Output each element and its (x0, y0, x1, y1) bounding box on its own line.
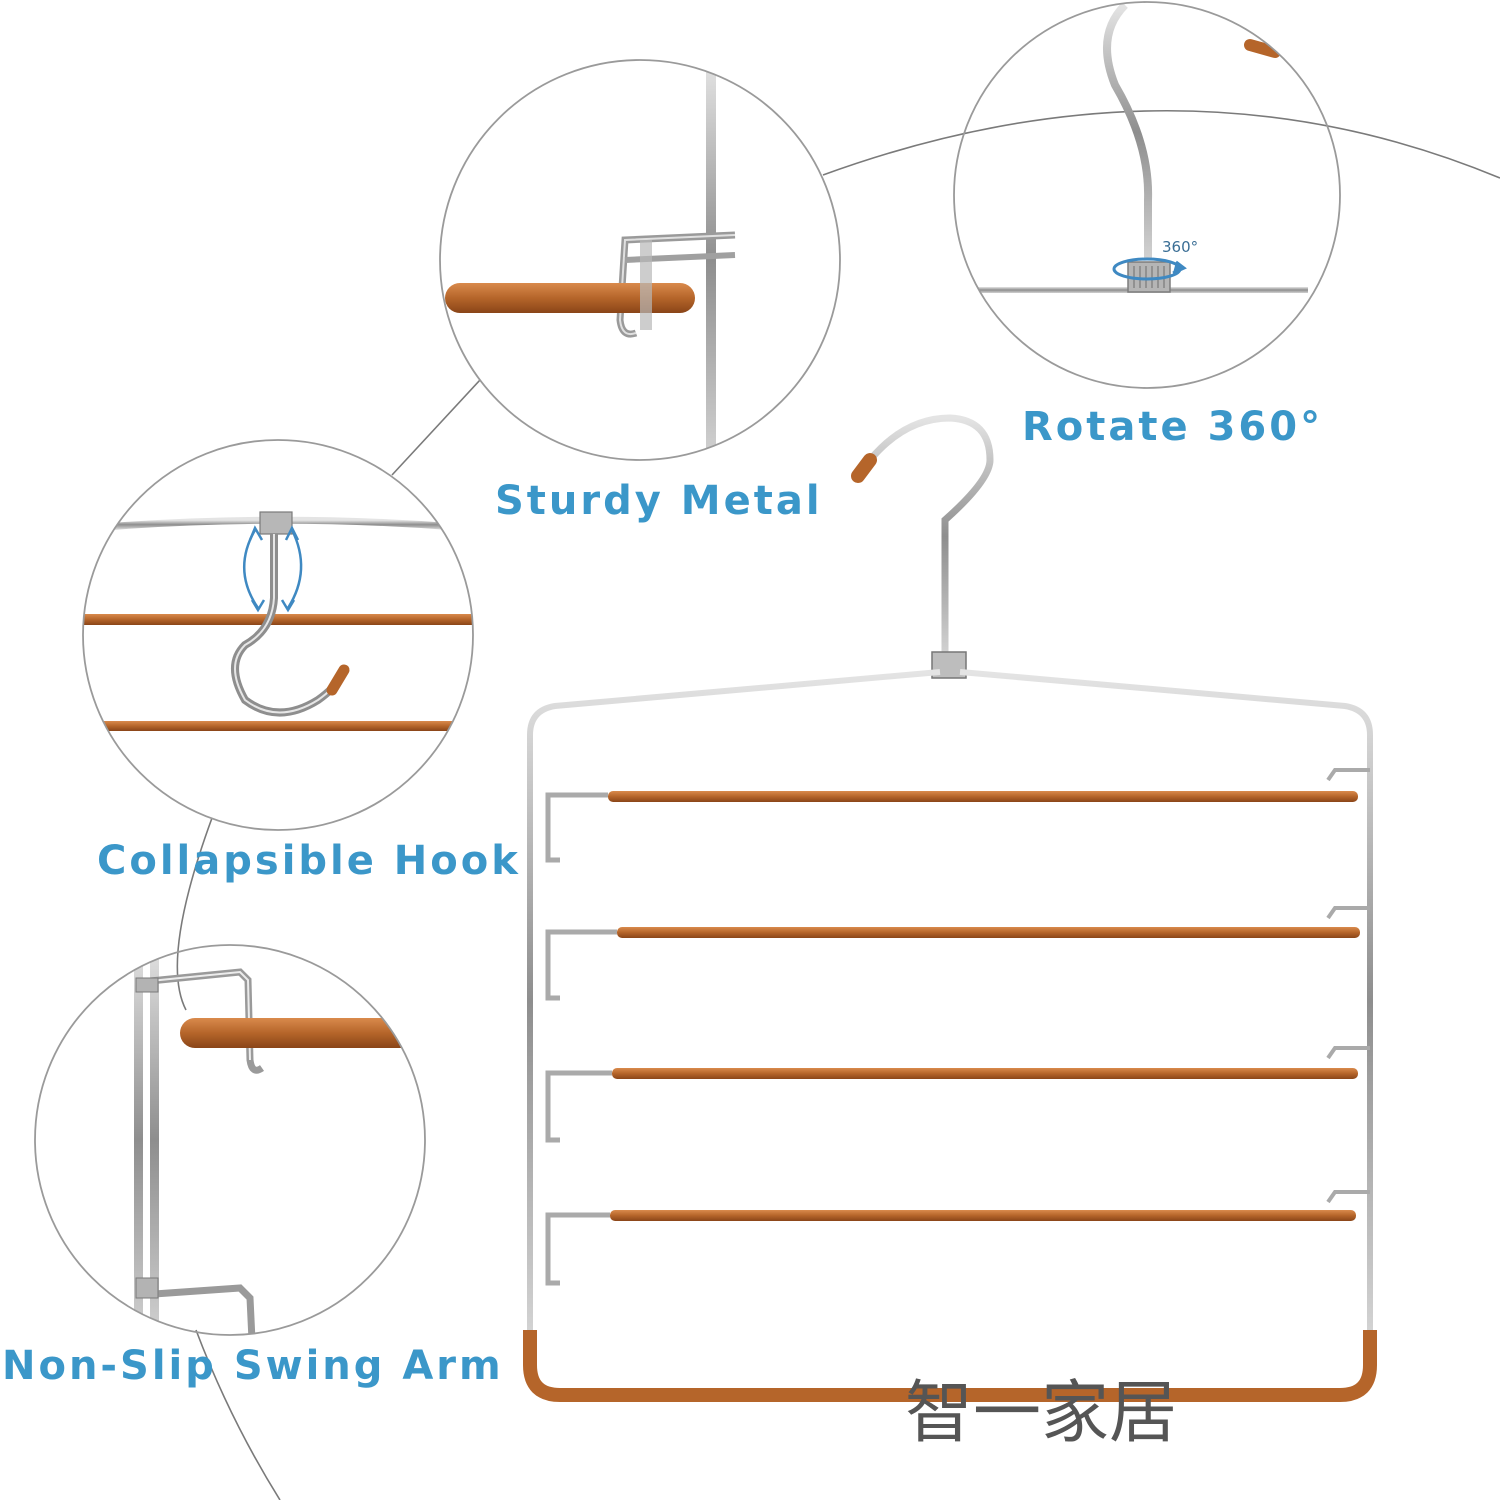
connector-arcs (176, 109, 1500, 1500)
swing-arm-1 (545, 768, 1370, 863)
arc-top (822, 109, 1500, 179)
arc-upper-left (391, 379, 481, 476)
bottom-bar (523, 1330, 1377, 1402)
detail-circle-sturdy-metal (439, 59, 841, 461)
detail-circle-collapsible-hook (82, 439, 474, 831)
swing-arm-3 (545, 1046, 1370, 1143)
rotation-annotation: 360° (1162, 238, 1198, 256)
circle-outline (953, 1, 1341, 389)
arc-left (176, 817, 213, 1011)
label-non-slip-swing-arm: Non-Slip Swing Arm (2, 1343, 504, 1389)
label-rotate-360: Rotate 360° (1022, 404, 1324, 450)
detail-circle-swing-arm (34, 944, 426, 1336)
hook-tip (851, 453, 877, 483)
label-sturdy-metal: Sturdy Metal (495, 478, 823, 524)
fold-arrows-icon (243, 525, 303, 613)
hanger-frame (527, 669, 1373, 1330)
arc-bottom-left (195, 1329, 281, 1500)
hanger-main (523, 414, 1377, 1402)
swing-arm-4 (545, 1190, 1370, 1286)
rotate-arrow-icon (1112, 257, 1187, 281)
detail-circle-rotate: 360° (953, 1, 1341, 389)
circle-outline (82, 439, 474, 831)
watermark-text: 智一家居 (905, 1374, 1178, 1453)
label-collapsible-hook: Collapsible Hook (97, 838, 521, 884)
circle-outline (34, 944, 426, 1336)
swing-arm-2 (545, 906, 1370, 1001)
circle-outline (439, 59, 841, 461)
hanger-hook (867, 414, 994, 655)
